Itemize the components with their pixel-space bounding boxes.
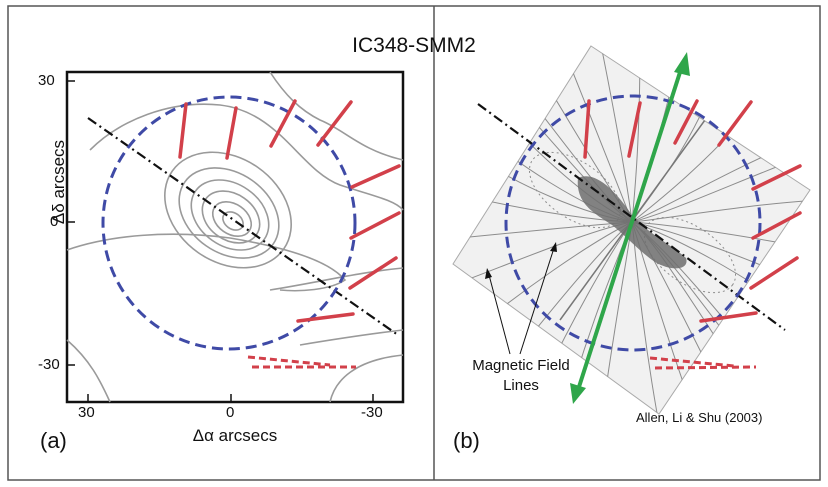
figure-title: IC348-SMM2 bbox=[352, 34, 476, 57]
figure-border bbox=[7, 5, 821, 481]
x-tick-mid: 0 bbox=[226, 404, 235, 421]
magnetic-field-lines-label: Magnetic Field Lines bbox=[446, 356, 596, 396]
beam-circle-b bbox=[504, 94, 762, 352]
panel-b-tag: (b) bbox=[453, 428, 480, 453]
x-tick-left: 30 bbox=[78, 404, 95, 421]
polarization-vectors-dashed-b bbox=[649, 356, 757, 370]
pointer-head-left bbox=[485, 268, 492, 279]
panel-b-model bbox=[452, 45, 811, 415]
intensity-contours bbox=[66, 71, 404, 403]
outflow-axis-a bbox=[87, 117, 399, 336]
beam-circle-a bbox=[101, 95, 357, 351]
magnetic-field-label-line2: Lines bbox=[503, 377, 539, 394]
panel-a-tick-marks bbox=[67, 80, 374, 402]
outflow-axis-b bbox=[477, 103, 786, 331]
panel-a-tag: (a) bbox=[40, 428, 67, 453]
polarization-vectors-a bbox=[178, 99, 401, 323]
polarization-vectors-b bbox=[583, 99, 802, 323]
field-axis-arrow bbox=[570, 52, 690, 404]
panel-a-plot bbox=[65, 70, 405, 404]
magnetic-field-label-line1: Magnetic Field bbox=[472, 357, 570, 374]
annotation-pointers bbox=[488, 247, 555, 355]
x-axis-label: Δα arcsecs bbox=[192, 426, 278, 445]
y-tick-top: 30 bbox=[38, 72, 55, 89]
y-tick-mid: 0 bbox=[50, 213, 59, 230]
x-tick-right: -30 bbox=[361, 404, 383, 421]
reference-citation: Allen, Li & Shu (2003) bbox=[636, 410, 763, 425]
pointer-head-right bbox=[550, 242, 557, 252]
y-tick-bottom: -30 bbox=[38, 356, 60, 373]
polarization-vectors-dashed-a bbox=[247, 355, 356, 369]
